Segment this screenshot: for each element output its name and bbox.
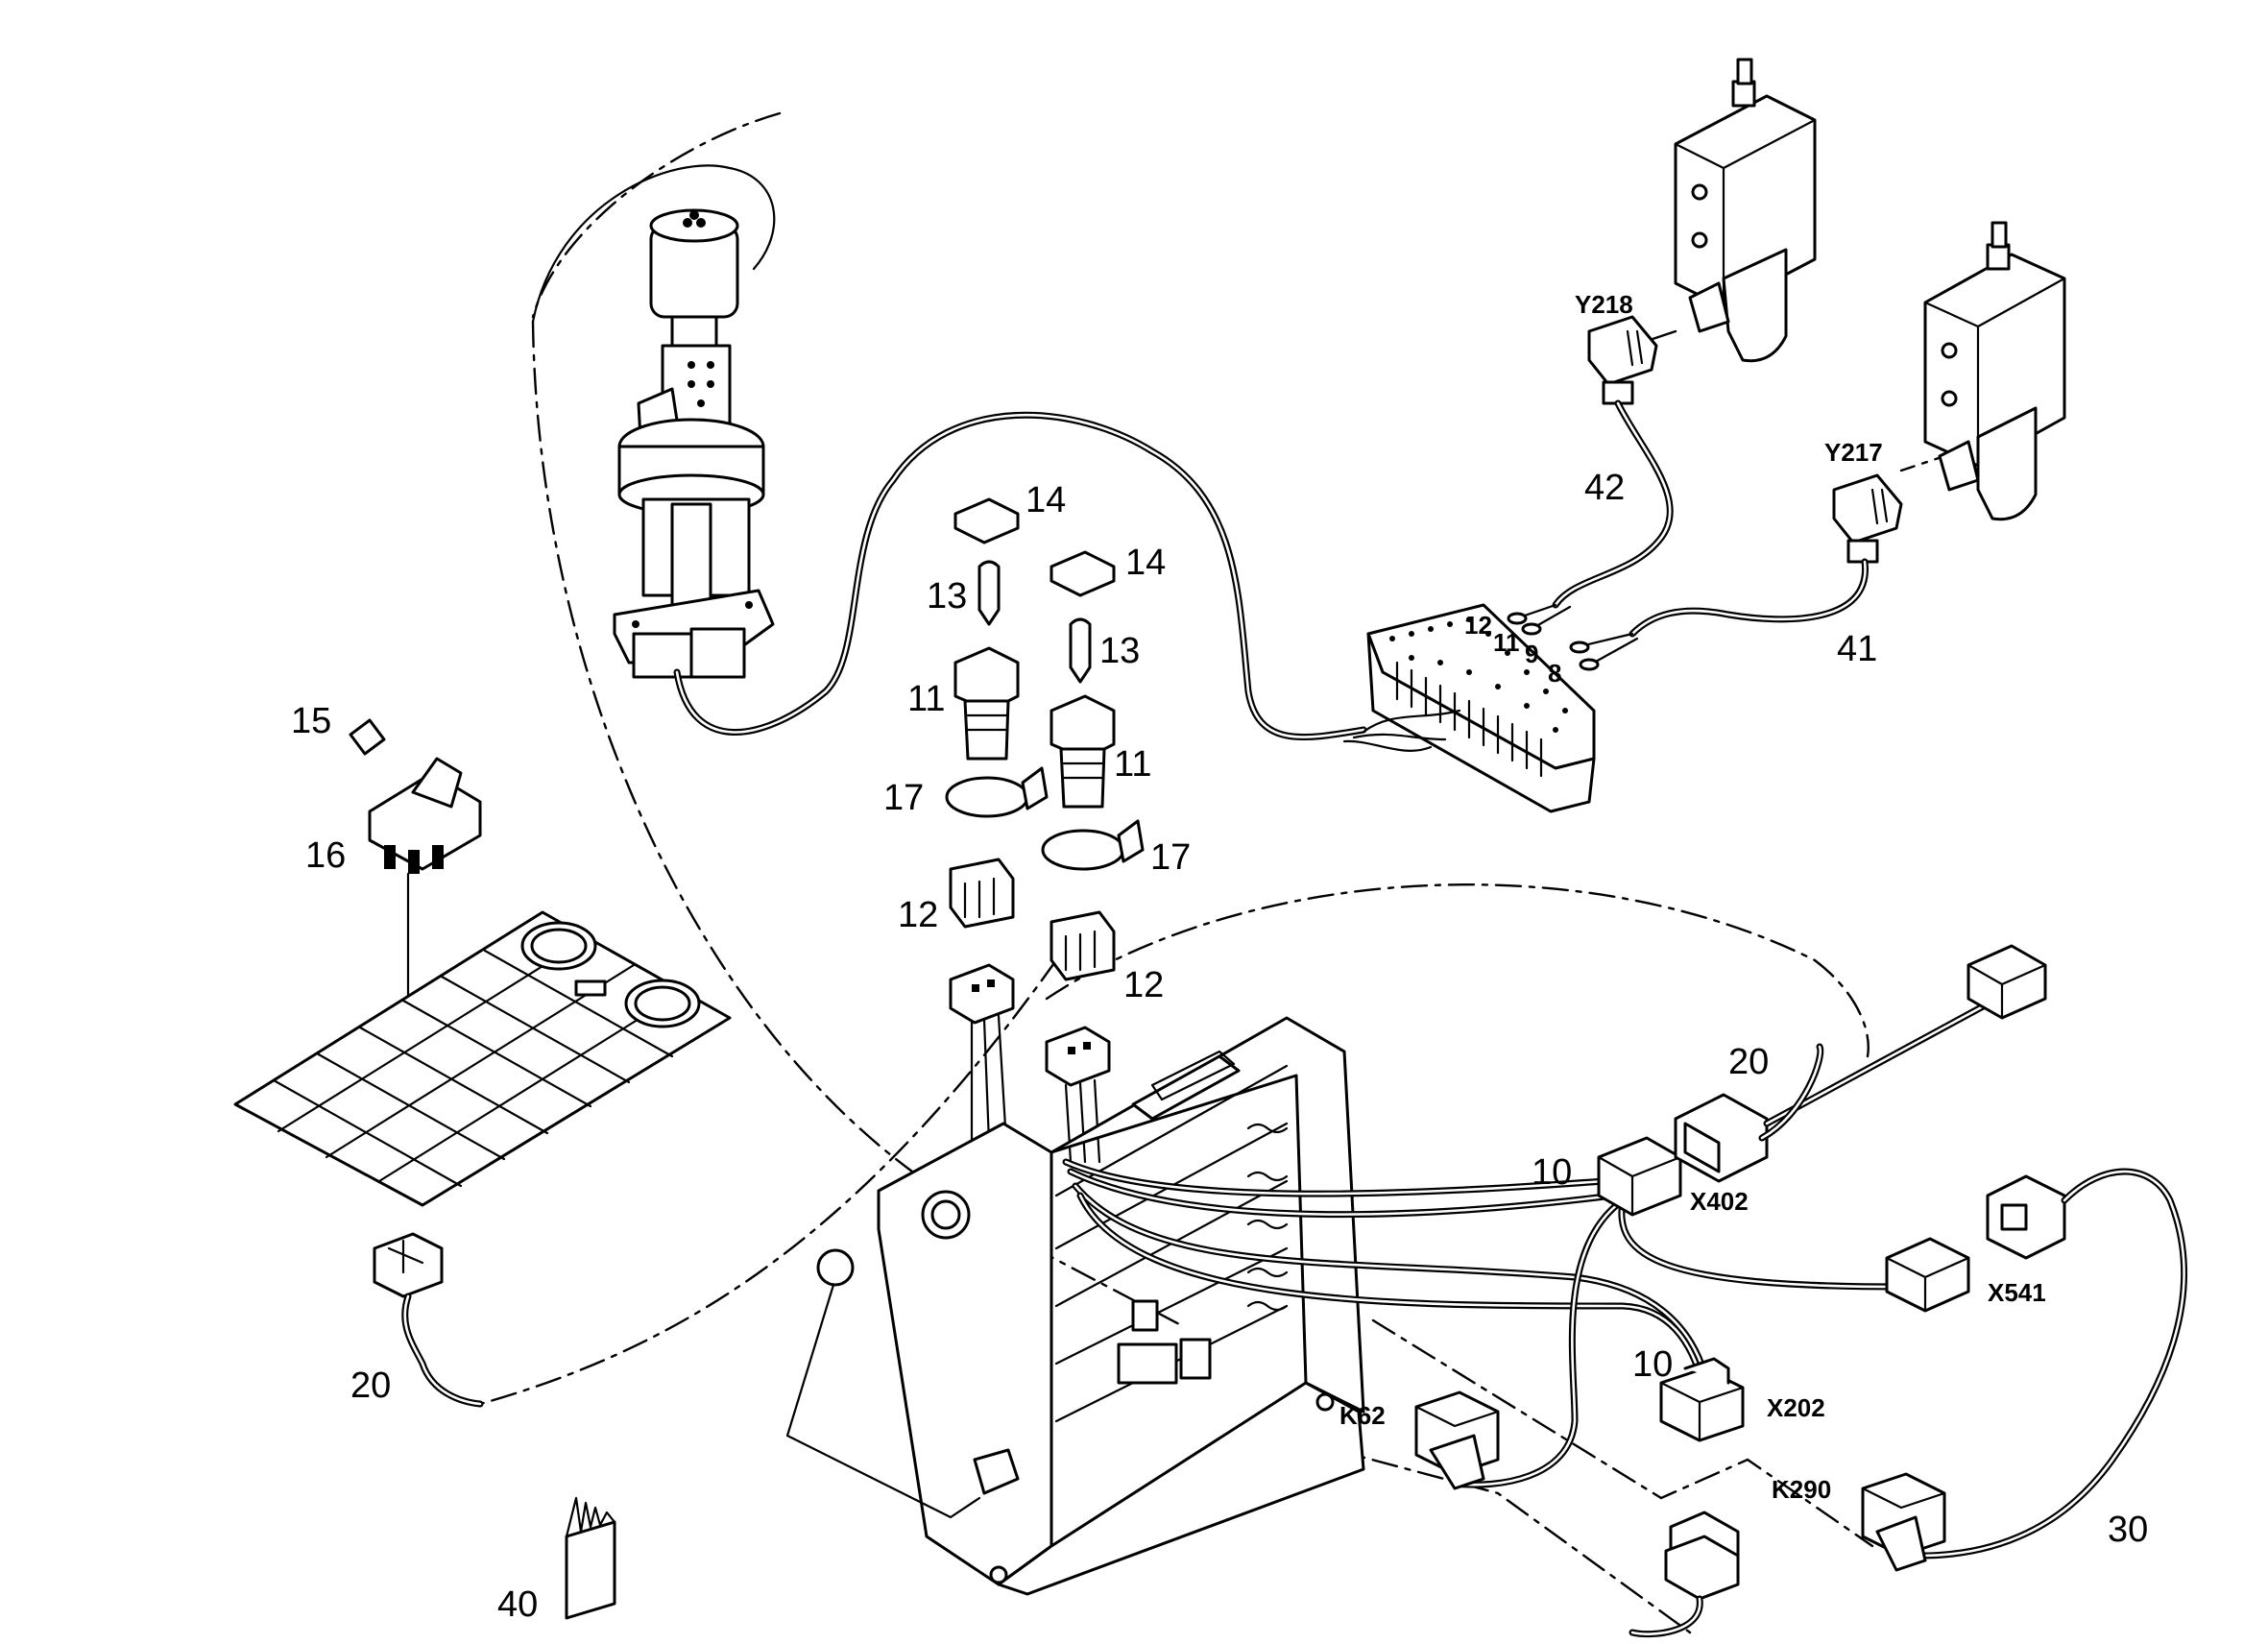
- connector-x402: [1597, 1136, 1682, 1217]
- callout-10a: 10: [1532, 1152, 1572, 1193]
- callout-11a: 11: [907, 679, 945, 719]
- callout-20a: 20: [350, 1366, 391, 1406]
- callout-16: 16: [305, 835, 346, 876]
- callout-17b: 17: [1150, 837, 1191, 878]
- lamp-stack-right: [1041, 550, 1145, 1164]
- callout-11b: 11: [1114, 744, 1151, 785]
- connector-20-right: [1674, 944, 2047, 1183]
- main-harness: [1062, 1158, 1905, 1488]
- hydraulic-pump-motor: [531, 164, 776, 679]
- callout-20b: 20: [1728, 1042, 1769, 1082]
- control-panel-overlay: [233, 910, 732, 1207]
- pin-label-8: 8: [1548, 659, 1561, 688]
- label-x541: X541: [1988, 1278, 2046, 1307]
- plug-y218: [1587, 315, 1658, 405]
- lamp-stack-left: [945, 497, 1049, 1145]
- relay-k62: [1414, 1390, 1500, 1490]
- cable-42: [1507, 399, 1674, 636]
- cable-41: [1569, 558, 1869, 671]
- label-y217: Y217: [1824, 438, 1883, 467]
- pin-label-11: 11: [1493, 628, 1520, 657]
- callout-12b: 12: [1123, 965, 1164, 1005]
- panel-connector-20: [373, 1232, 484, 1408]
- terminal-block: [1342, 603, 1596, 813]
- label-x402: X402: [1690, 1187, 1749, 1216]
- label-x202: X202: [1767, 1393, 1825, 1422]
- label-y218: Y218: [1575, 290, 1633, 319]
- callout-41: 41: [1837, 629, 1877, 669]
- label-k62: K62: [1339, 1401, 1386, 1430]
- callout-14b: 14: [1125, 543, 1166, 583]
- solenoid-valve-y217: [1923, 221, 2066, 521]
- callout-13a: 13: [927, 576, 967, 616]
- plug-y217: [1832, 473, 1903, 564]
- callout-15: 15: [291, 701, 331, 741]
- callout-labels: 14 14 13 13 11 11 17 17 12 12 15 16 20 2…: [291, 290, 2148, 1625]
- callout-10b: 10: [1632, 1344, 1673, 1385]
- solenoid-valve-y218: [1674, 58, 1817, 363]
- relay-k290: [1861, 1472, 1946, 1572]
- callout-42: 42: [1584, 468, 1625, 508]
- connector-bottom: [1629, 1511, 1740, 1638]
- connector-x541: [1885, 1237, 1970, 1313]
- pin-label-12: 12: [1464, 611, 1492, 640]
- connector-30-top: [1917, 1168, 2187, 1559]
- callout-13b: 13: [1099, 631, 1140, 671]
- callout-12a: 12: [898, 895, 938, 935]
- main-housing: [785, 1016, 1365, 1596]
- callout-17a: 17: [883, 778, 924, 818]
- callout-40: 40: [497, 1584, 538, 1625]
- pump-cable: [673, 411, 1367, 741]
- label-k290: K290: [1772, 1475, 1831, 1504]
- callout-14a: 14: [1025, 480, 1066, 520]
- connector-x202: [1659, 1357, 1745, 1442]
- manual-booklet-icon: [565, 1496, 616, 1620]
- pin-label-9: 9: [1525, 640, 1538, 668]
- callout-30: 30: [2108, 1510, 2148, 1550]
